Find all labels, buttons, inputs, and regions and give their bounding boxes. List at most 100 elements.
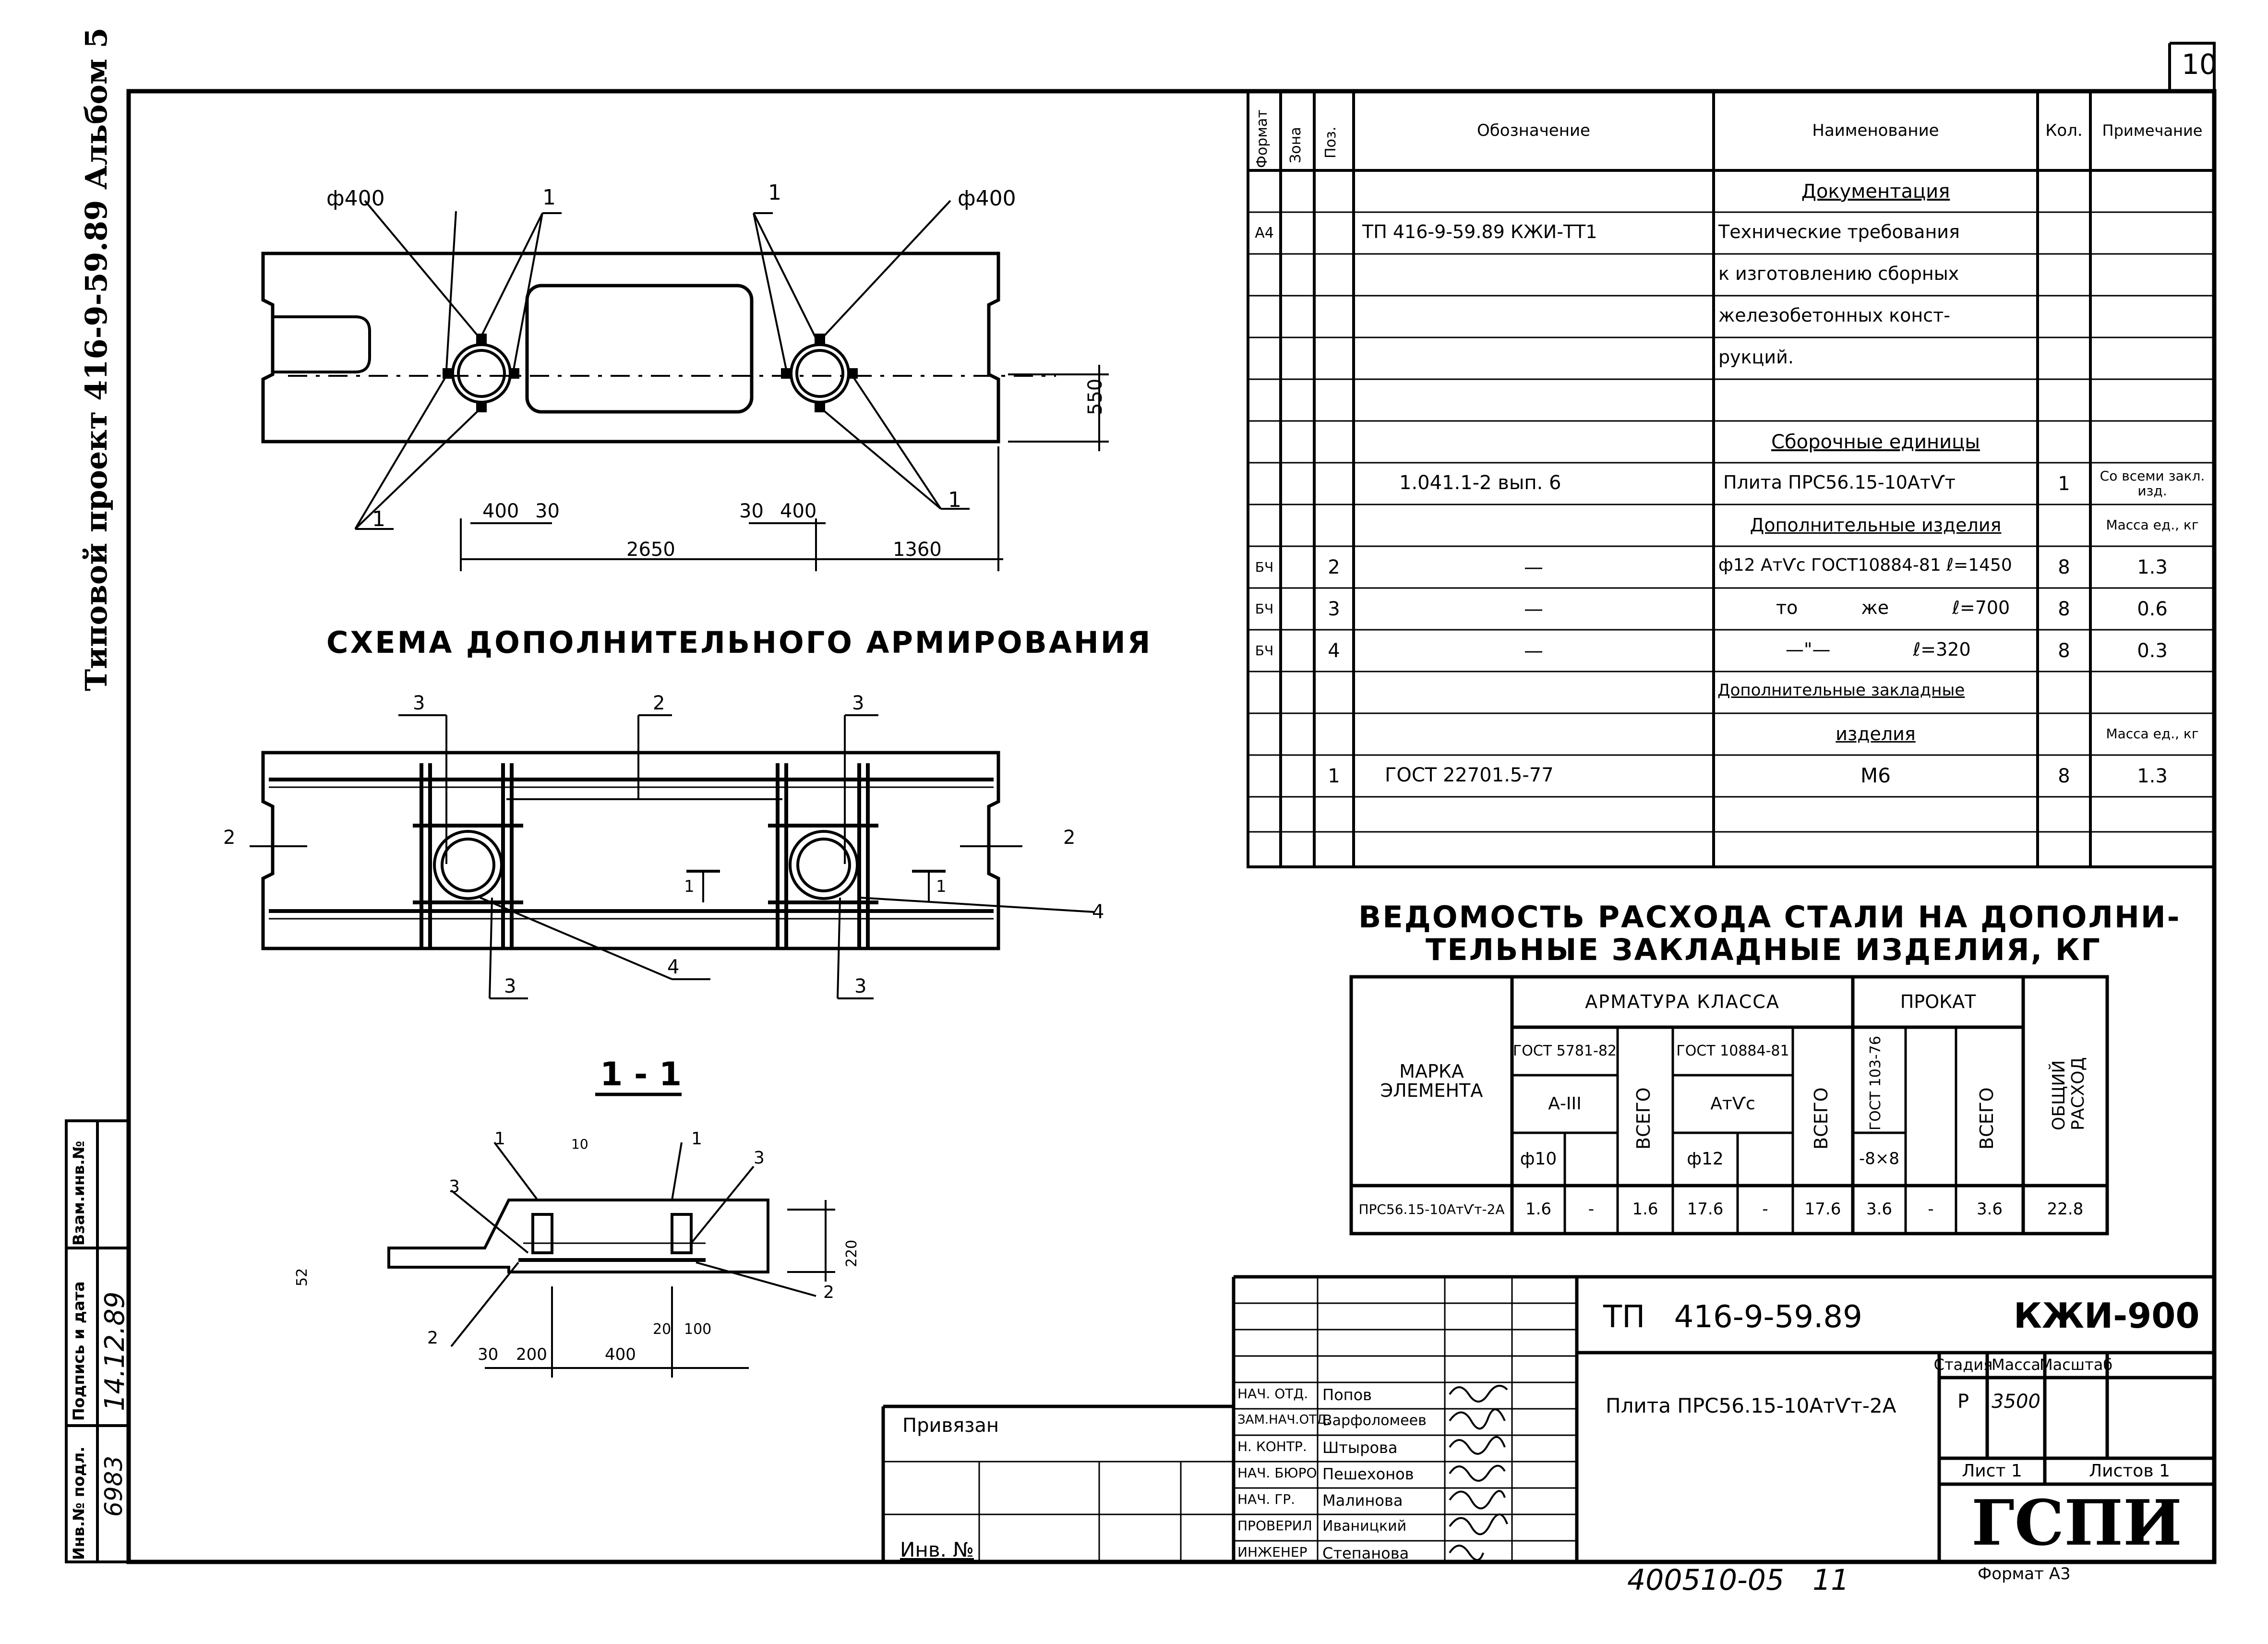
steel-gost1: ГОСТ 5781-82	[1512, 1043, 1617, 1060]
spec-row-10-name: то же ℓ=700	[1776, 597, 2010, 618]
plan-dia-right: ф400	[958, 186, 1016, 211]
plan-dim-30a: 30	[535, 500, 560, 522]
steel-armatura-header: АРМАТУРА КЛАССА	[1585, 991, 1780, 1012]
name-3: Пешехонов	[1322, 1465, 1414, 1483]
sheet-label: Лист 1	[1962, 1461, 2022, 1481]
stage-label: Стадия	[1933, 1356, 1993, 1374]
spec-row-9-qty: 8	[2058, 556, 2070, 578]
section-d52: 52	[294, 1268, 311, 1286]
name-6: Степанова	[1322, 1544, 1409, 1562]
spec-header-zone: Зона	[1287, 127, 1304, 163]
spec-row-9-code: —	[1524, 556, 1543, 578]
plan-callout-1a: 1	[542, 185, 556, 210]
plan-callout-1c: 1	[372, 507, 385, 531]
steel-row-mark: ПРС56.15-10АтѴт-2А	[1358, 1201, 1505, 1218]
steel-title-1: ВЕДОМОСТЬ РАСХОДА СТАЛИ НА ДОПОЛНИ-	[1358, 900, 2181, 935]
steel-vsego1: ВСЕГО	[1633, 1087, 1654, 1150]
stamp-value-date: 14.12.89	[99, 1291, 131, 1411]
org-name: ГСПИ	[1971, 1486, 2182, 1560]
spec-row-10-fmt: БЧ	[1255, 600, 1274, 617]
steel-row-v8: -	[1928, 1200, 1934, 1219]
plan-dia-left: ф400	[326, 186, 385, 211]
album-label: Типовой проект 416-9-59.89 Альбом 5	[79, 27, 114, 692]
spec-row-10-pos: 3	[1328, 598, 1340, 620]
spec-row-11-qty: 8	[2058, 639, 2070, 662]
spec-row-11-fmt: БЧ	[1255, 642, 1274, 659]
role-0: НАЧ. ОТД.	[1237, 1386, 1308, 1402]
section-title: 1 - 1	[600, 1056, 682, 1093]
doc-code: КЖИ-900	[2014, 1296, 2200, 1336]
rebar-pos4-right: 4	[1092, 901, 1104, 923]
plan-dim-400b: 400	[780, 500, 817, 522]
steel-gost2: ГОСТ 10884-81	[1676, 1043, 1789, 1060]
sheet-number-box	[2168, 42, 2216, 91]
spec-row-1-name: Технические требования	[1718, 221, 1960, 242]
role-3: НАЧ. БЮРО	[1237, 1465, 1317, 1481]
steel-row-v3: 1.6	[1632, 1200, 1658, 1219]
section-l3b: 3	[754, 1148, 765, 1168]
plan-dim-550: 550	[1084, 378, 1106, 415]
spec-row-1-code: ТП 416-9-59.89 КЖИ-ТТ1	[1362, 221, 1597, 242]
rebar-view	[250, 714, 1095, 999]
inv-label: Инв. №	[900, 1538, 974, 1561]
steel-dia1: ф10	[1520, 1149, 1557, 1169]
section-view	[387, 1092, 835, 1378]
title-block-grid	[881, 1275, 2214, 1562]
stamp-header-replace: Взам.инв.№	[70, 1140, 88, 1246]
steel-row-v2: -	[1588, 1200, 1595, 1219]
role-6: ИНЖЕНЕР	[1237, 1544, 1308, 1560]
spec-row-14-name: М6	[1860, 764, 1891, 788]
spec-row-9-pos: 2	[1328, 556, 1340, 578]
sheets-label: Листов 1	[2089, 1461, 2170, 1481]
spec-row-14-qty: 8	[2058, 765, 2070, 787]
steel-row-v1: 1.6	[1525, 1200, 1552, 1219]
spec-row-7-name: Плита ПРС56.15-10АтѴт	[1723, 472, 1956, 493]
spec-row-14-note: 1.3	[2137, 765, 2168, 787]
steel-mark-header: МАРКА ЭЛЕМЕНТА	[1380, 1060, 1483, 1101]
spec-row-4-name: рукций.	[1718, 347, 1794, 368]
plan-view	[261, 200, 1109, 571]
rebar-section-mark-b: 1	[936, 877, 947, 896]
plan-dim-30b: 30	[739, 500, 764, 522]
spec-header-code: Обозначение	[1477, 120, 1590, 140]
section-d20: 20	[653, 1321, 672, 1338]
steel-gost3: ГОСТ 103-76	[1867, 1036, 1884, 1130]
section-d200: 200	[516, 1345, 547, 1364]
section-l1a: 1	[494, 1129, 505, 1149]
rebar-pos2-top: 2	[653, 692, 665, 714]
name-1: Варфоломеев	[1322, 1412, 1427, 1429]
rebar-pos4-bottom: 4	[667, 956, 680, 978]
steel-row-v9: 3.6	[1976, 1200, 2003, 1219]
section-d30: 30	[478, 1345, 499, 1364]
plan-dim-400a: 400	[482, 500, 519, 522]
steel-class1: А-III	[1548, 1094, 1582, 1114]
spec-row-12-name: Дополнительные закладные	[1717, 681, 1965, 700]
steel-vsego3: ВСЕГО	[1976, 1087, 1997, 1150]
spec-row-8-name: Дополнительные изделия	[1750, 514, 2002, 536]
spec-row-3-name: железобетонных конст-	[1718, 305, 1950, 326]
steel-title-2: ТЕЛЬНЫЕ ЗАКЛАДНЫЕ ИЗДЕЛИЯ, КГ	[1426, 932, 2101, 967]
section-l3a: 3	[449, 1177, 460, 1197]
spec-row-8-note: Масса ед., кг	[2106, 517, 2199, 533]
plan-callout-1d: 1	[948, 488, 961, 512]
name-2: Штырова	[1322, 1439, 1398, 1457]
stamp-header-inv: Инв.№ подл.	[70, 1446, 88, 1560]
object-name: Плита ПРС56.15-10АтѴт-2А	[1606, 1394, 1896, 1417]
rebar-section-mark-a: 1	[684, 877, 695, 896]
spec-row-9-fmt: БЧ	[1255, 559, 1274, 575]
bottom-code: 400510-05 11	[1627, 1563, 1849, 1597]
plan-caption: СХЕМА ДОПОЛНИТЕЛЬНОГО АРМИРОВАНИЯ	[326, 625, 1152, 660]
scale-label: Масштаб	[2039, 1356, 2113, 1374]
steel-vsego2: ВСЕГО	[1811, 1087, 1832, 1150]
spec-row-9-note: 1.3	[2137, 556, 2168, 578]
spec-row-7-note: Со всеми закл. изд.	[2100, 468, 2205, 499]
spec-header-pos: Поз.	[1322, 126, 1339, 158]
spec-row-10-note: 0.6	[2137, 598, 2168, 620]
steel-row-v4: 17.6	[1687, 1200, 1724, 1219]
section-d10: 10	[571, 1136, 588, 1152]
spec-row-11-pos: 4	[1328, 639, 1340, 662]
stage-value: Р	[1957, 1391, 1969, 1413]
name-5: Иваницкий	[1322, 1518, 1407, 1535]
format-label: Формат А3	[1978, 1564, 2071, 1584]
